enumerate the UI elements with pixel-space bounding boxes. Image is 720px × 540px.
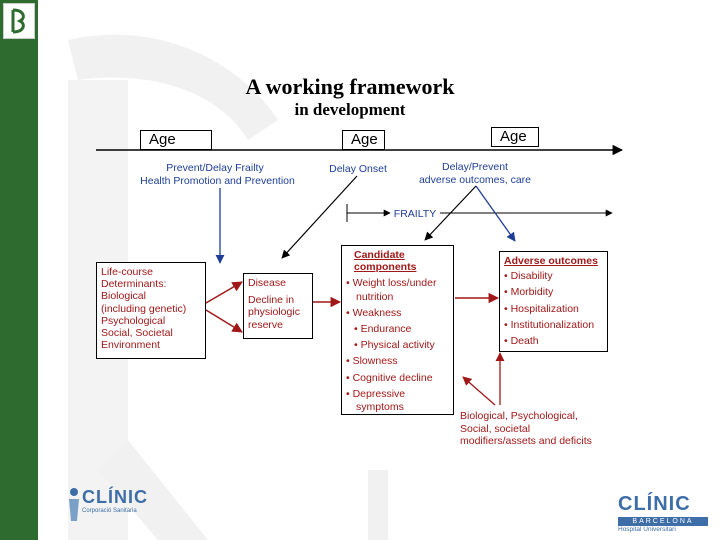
- reserve-line: reserve: [248, 318, 284, 331]
- delay-prevent-arrow-right: [475, 185, 516, 242]
- adverse-item: • Institutionalization: [504, 318, 595, 331]
- adverse-care-label: adverse outcomes, care: [418, 174, 532, 186]
- adverse-item: • Disability: [504, 270, 553, 283]
- candidate-item: • Weight loss/under: [346, 277, 437, 290]
- disease-line: Disease: [248, 277, 286, 289]
- life-course-line: (including genetic): [101, 302, 187, 315]
- candidate-item: • Cognitive decline: [346, 371, 433, 384]
- candidate-item: • Depressive: [346, 387, 406, 400]
- life-course-line: Social, Societal: [101, 327, 173, 340]
- life-to-disease-arrow-2: [205, 309, 243, 333]
- candidate-components-box: Candidate components • Weight loss/under…: [341, 245, 454, 415]
- health-promotion-label: Health Promotion and Prevention: [140, 175, 295, 187]
- physiologic-line: physiologic: [248, 306, 300, 319]
- disease-box: Disease Decline in physiologic reserve: [243, 273, 313, 339]
- candidate-item: • Slowness: [346, 355, 398, 368]
- page-title: A working framework: [245, 74, 455, 99]
- adverse-item: • Morbidity: [504, 286, 554, 299]
- delay-prevent-arrow-left: [424, 185, 477, 241]
- adverse-header: Adverse outcomes: [504, 255, 598, 267]
- right-logo-bar: BARCELONA: [618, 517, 708, 526]
- age-box-2: Age: [342, 130, 385, 150]
- candidate-item: • Endurance: [354, 323, 412, 336]
- candidate-header: components: [354, 261, 417, 274]
- delay-onset-label: Delay Onset: [329, 163, 387, 175]
- life-course-box: Life-course Determinants: Biological (in…: [96, 262, 206, 359]
- life-course-line: Life-course: [101, 266, 153, 278]
- candidate-item: symptoms: [356, 401, 404, 414]
- sidebar-logo-icon: [3, 3, 35, 39]
- life-course-line: Psychological: [101, 314, 166, 327]
- age-box-1: Age: [140, 130, 212, 150]
- delay-onset-arrow: [281, 175, 358, 259]
- left-logo-name: CLÍNIC: [82, 487, 148, 507]
- clinic-barcelona-logo: CLÍNIC BARCELONA Hospital Universitari: [618, 493, 708, 533]
- life-course-line: Biological: [101, 290, 146, 303]
- modifiers-line: modifiers/assets and deficits: [460, 435, 592, 447]
- candidate-item: nutrition: [356, 290, 394, 303]
- age-box-3: Age: [491, 127, 539, 147]
- clinic-figure-icon: [69, 488, 79, 521]
- right-logo-name: CLÍNIC: [618, 493, 691, 515]
- left-logo-subtitle: Corporació Sanitària: [82, 508, 137, 514]
- delay-prevent-label: Delay/Prevent: [442, 161, 508, 173]
- life-to-disease-arrow-1: [205, 281, 243, 304]
- modifiers-to-candidate-arrow: [462, 376, 496, 406]
- modifiers-text: Biological, Psychological, Social, socie…: [460, 410, 592, 448]
- modifiers-line: Social, societal: [460, 422, 531, 435]
- life-course-line: Environment: [101, 339, 160, 352]
- candidate-item: • Physical activity: [354, 339, 435, 352]
- adverse-item: • Hospitalization: [504, 302, 579, 315]
- candidate-header: Candidate: [354, 249, 405, 261]
- life-course-line: Determinants:: [101, 278, 167, 291]
- right-logo-subtitle: Hospital Universitari: [618, 526, 676, 533]
- modifiers-line: Biological, Psychological,: [460, 410, 578, 422]
- adverse-outcomes-box: Adverse outcomes • Disability • Morbidit…: [499, 251, 608, 352]
- candidate-item: • Weakness: [346, 306, 402, 319]
- prevent-label: Prevent/Delay Frailty: [166, 162, 264, 174]
- adverse-item: • Death: [504, 335, 539, 348]
- decline-line: Decline in: [248, 294, 295, 307]
- left-green-sidebar: [0, 0, 38, 540]
- page-subtitle: in development: [294, 100, 406, 119]
- frailty-label: FRAILTY: [393, 208, 437, 220]
